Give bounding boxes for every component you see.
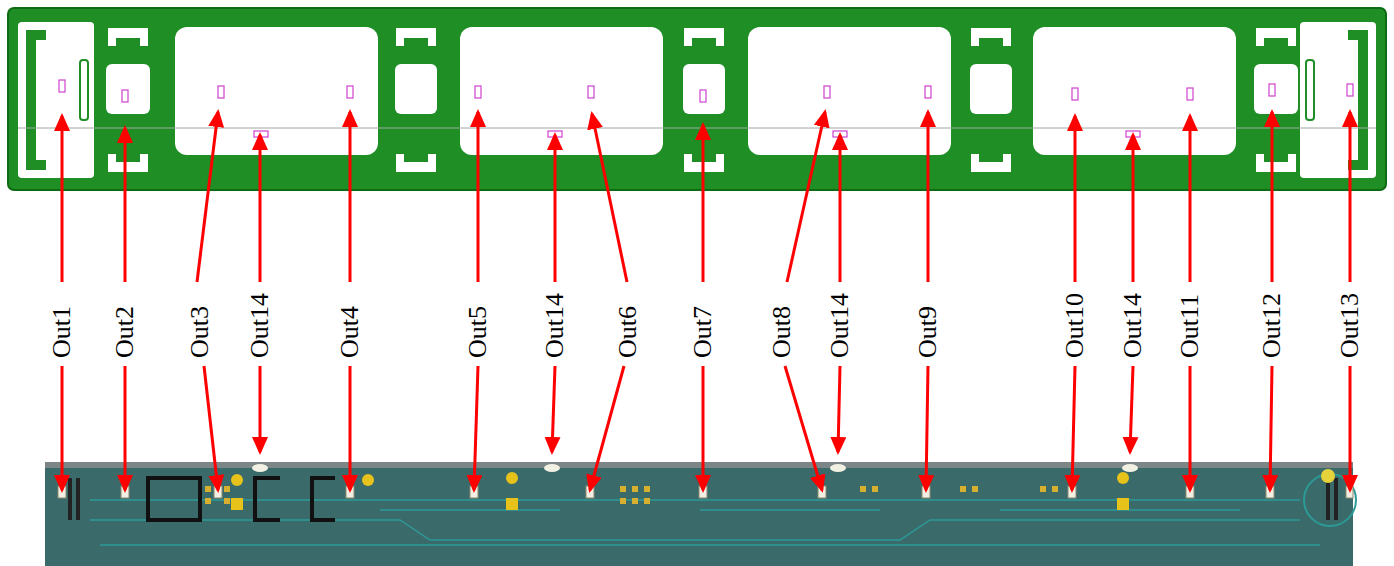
output-label: Out14 xyxy=(825,293,855,358)
frame-board xyxy=(8,8,1386,190)
output-label: Out2 xyxy=(110,306,140,358)
output-label: Out13 xyxy=(1335,293,1365,358)
output-label: Out3 xyxy=(185,306,215,358)
output-label: Out9 xyxy=(913,306,943,358)
leader-arrows xyxy=(62,112,1350,490)
output-label: Out11 xyxy=(1175,294,1205,358)
output-label: Out6 xyxy=(613,306,643,358)
output-label: Out14 xyxy=(245,293,275,358)
output-label: Out4 xyxy=(335,306,365,358)
output-label: Out8 xyxy=(767,306,797,358)
output-label: Out5 xyxy=(463,306,493,358)
output-label: Out12 xyxy=(1257,293,1287,358)
output-label: Out10 xyxy=(1060,293,1090,358)
output-label: Out14 xyxy=(540,293,570,358)
output-label: Out7 xyxy=(688,306,718,358)
output-label: Out14 xyxy=(1118,293,1148,358)
output-label: Out1 xyxy=(47,306,77,358)
pcb-board xyxy=(45,462,1356,566)
